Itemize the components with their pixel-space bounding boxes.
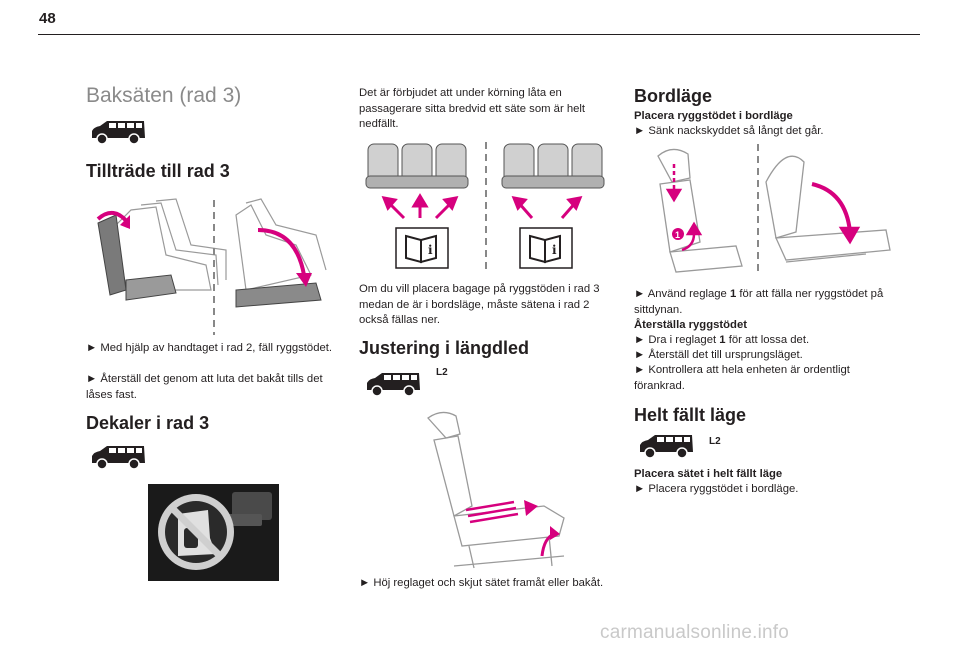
restore-step-1-text: ► Dra i reglaget — [634, 334, 720, 346]
variant-tag: L2 — [436, 367, 448, 378]
flat-step: ► Placera ryggstödet i bordläge. — [634, 483, 799, 495]
svg-text:i: i — [428, 243, 433, 257]
van-icon — [89, 443, 147, 471]
variant-tag: L2 — [709, 436, 721, 447]
no-child-seat-decal — [148, 484, 279, 581]
seat-illustration: 1 — [636, 142, 892, 276]
van-icon — [89, 118, 147, 146]
svg-text:1: 1 — [675, 230, 680, 240]
van-icon — [637, 432, 695, 460]
van-icon — [364, 370, 422, 398]
svg-text:i: i — [552, 243, 557, 257]
adjust-step: ► Höj reglaget och skjut sätet framåt el… — [359, 577, 604, 589]
luggage-note: Om du vill placera bagage på ryggstöden … — [359, 283, 600, 327]
heading-adjust-length: Justering i längdled — [359, 338, 530, 358]
seat-illustration — [86, 195, 342, 335]
restore-step-1-text: för att lossa det. — [725, 334, 810, 346]
control-number: 1 — [719, 334, 726, 346]
table-step-2-text: ► Använd reglage — [634, 288, 730, 300]
warning-text: Det är förbjudet att under körning låta … — [359, 87, 586, 131]
heading-access-row3: Tillträde till rad 3 — [86, 161, 230, 181]
flat-subheading: Placera sätet i helt fällt läge — [634, 468, 783, 480]
table-subheading: Placera ryggstödet i bordläge — [634, 110, 793, 122]
book-info-icon: i — [519, 227, 573, 269]
heading-decals: Dekaler i rad 3 — [86, 413, 210, 433]
seat-illustration — [414, 406, 574, 572]
book-info-icon: i — [395, 227, 449, 269]
restore-step-3: ► Kontrollera att hela enheten är ordent… — [634, 364, 850, 392]
table-step-2-text: för att fälla ner ryggstödet på sittdyna… — [634, 288, 884, 316]
restore-step-2: ► Återställ det till ursprungsläget. — [634, 349, 803, 361]
restore-step-1: ► Dra i reglaget 1 för att lossa det. — [634, 333, 896, 349]
heading-table-mode: Bordläge — [634, 86, 713, 106]
header-rule — [38, 34, 920, 35]
access-step-2: ► Återställ det genom att luta det bakåt… — [86, 373, 323, 401]
page-number: 48 — [39, 10, 56, 27]
watermark: carmanualsonline.info — [600, 622, 790, 643]
restore-subheading: Återställa ryggstödet — [634, 319, 747, 331]
table-step-2: ► Använd reglage 1 för att fälla ner ryg… — [634, 287, 896, 318]
section-title: Baksäten (rad 3) — [86, 84, 242, 107]
table-step-1: ► Sänk nackskyddet så långt det går. — [634, 125, 824, 137]
control-number: 1 — [729, 288, 737, 300]
seat-illustration: i i — [362, 140, 614, 274]
heading-fully-folded: Helt fällt läge — [634, 405, 747, 425]
access-step-1: ► Med hjälp av handtaget i rad 2, fäll r… — [86, 342, 333, 354]
